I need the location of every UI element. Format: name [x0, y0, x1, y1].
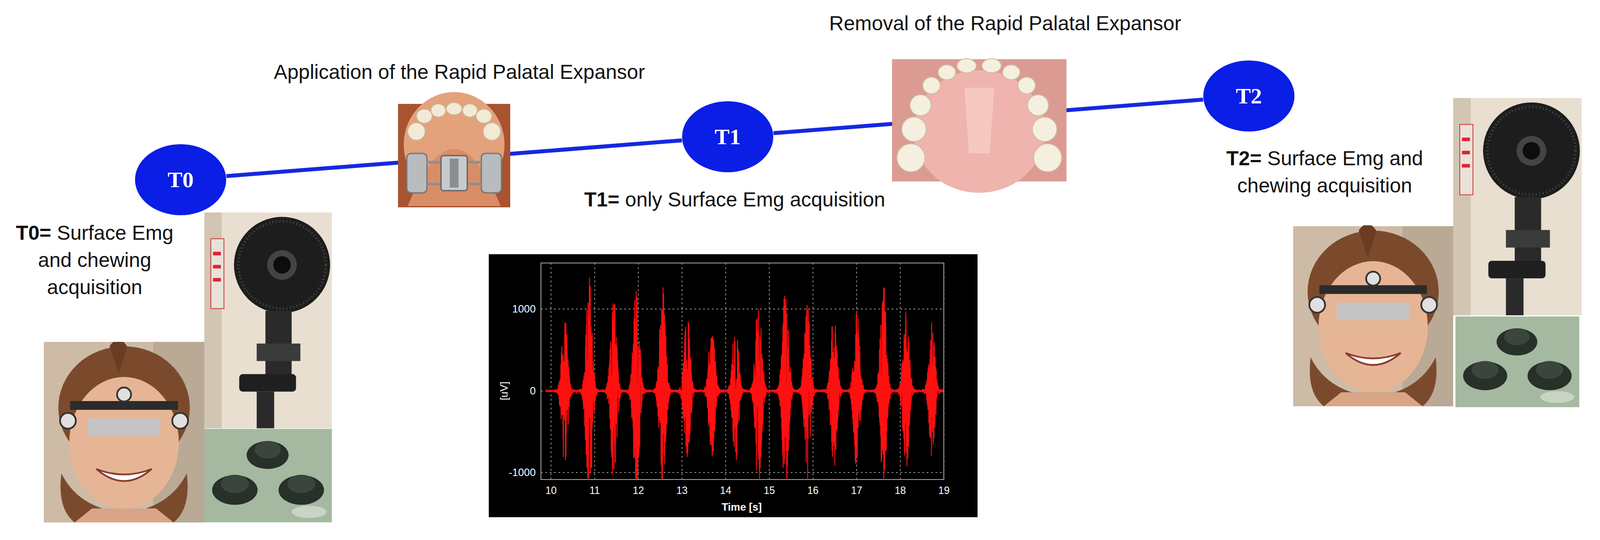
axis-tick: 13 — [676, 484, 688, 498]
timepoint-description: only Surface Emg acquisition — [625, 188, 886, 211]
expander-photo — [398, 92, 511, 208]
timepoint-ellipse: T1 — [681, 100, 774, 173]
axis-tick: 11 — [589, 484, 601, 498]
timepoint-note: T2=Surface Emg and chewing acquisition — [1197, 144, 1452, 200]
timepoint-note: T0=Surface Emg and chewing acquisition — [4, 219, 185, 301]
timepoint-ellipse: T0 — [134, 143, 227, 216]
grid-line — [725, 263, 726, 480]
camera-photo — [1453, 98, 1582, 316]
timepoint-tag: T0= — [15, 221, 52, 245]
chewing-balls-photo — [1455, 316, 1579, 408]
axis-tick: 14 — [720, 484, 732, 498]
step-title: Removal of the Rapid Palatal Expansor — [829, 10, 1182, 37]
timepoint-description: Surface Emg and chewing acquisition — [1237, 146, 1424, 197]
axis-tick: 16 — [807, 484, 819, 498]
axis-tick: 12 — [632, 484, 644, 498]
timepoint-note: T1=only Surface Emg acquisition — [537, 185, 932, 214]
grid-line — [540, 472, 944, 473]
palate-photo — [892, 58, 1067, 193]
axis-tick: 10 — [545, 484, 557, 498]
grid-line — [899, 263, 901, 480]
axis-tick: 18 — [894, 484, 907, 498]
patient-photo — [1293, 224, 1454, 407]
timepoint-label: T1 — [714, 124, 741, 150]
grid-line — [812, 263, 814, 480]
axis-title: [uV] — [497, 381, 511, 401]
axis-tick: -1000 — [508, 465, 536, 480]
axis-tick: 19 — [938, 484, 950, 498]
emg-signal — [545, 277, 943, 479]
grid-line — [594, 263, 596, 480]
emg-chart — [488, 254, 978, 518]
grid-line — [943, 263, 945, 480]
axis-tick: 15 — [763, 484, 776, 498]
timepoint-label: T0 — [167, 167, 194, 193]
chewing-balls-photo — [204, 428, 332, 523]
axis-tick: 0 — [529, 384, 536, 398]
timepoint-ellipse: T2 — [1202, 60, 1295, 132]
axis-tick: 17 — [850, 484, 863, 498]
timepoint-description: Surface Emg and chewing acquisition — [38, 221, 174, 299]
grid-line — [550, 263, 552, 480]
timepoint-tag: T2= — [1226, 146, 1263, 170]
axis-tick: 1000 — [512, 302, 536, 316]
timepoint-tag: T1= — [584, 188, 620, 211]
grid-line — [768, 263, 770, 480]
step-title: Application of the Rapid Palatal Expanso… — [273, 59, 645, 86]
camera-photo — [204, 212, 332, 429]
timepoint-label: T2 — [1235, 83, 1263, 109]
axis-title: Time [s] — [721, 500, 762, 514]
patient-photo — [43, 339, 205, 523]
